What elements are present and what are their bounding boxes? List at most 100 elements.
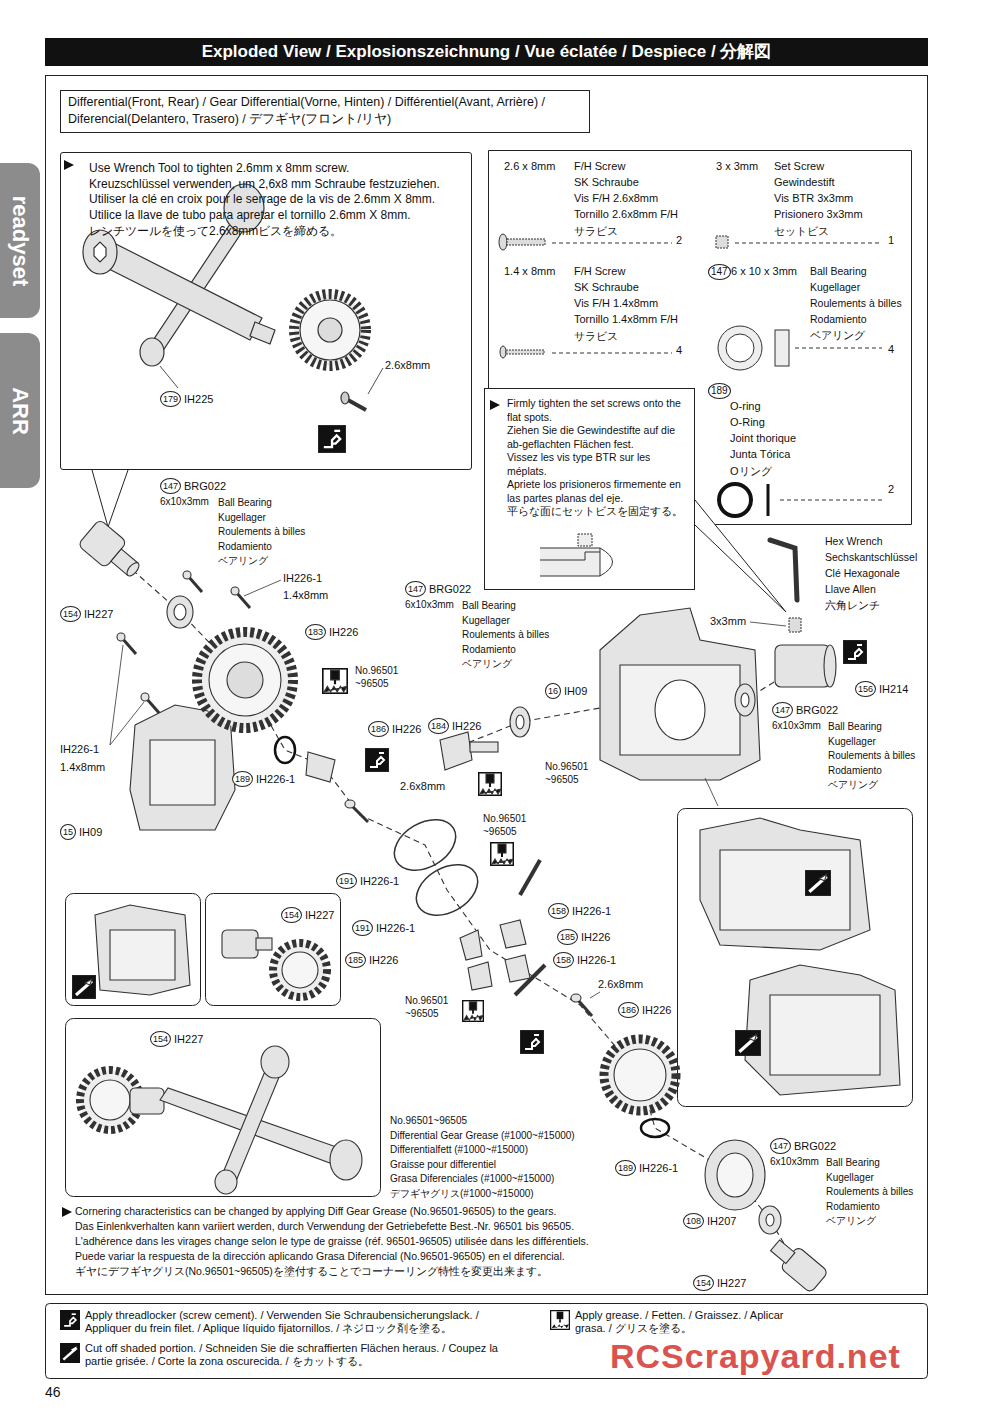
main-assembly-part <box>515 965 545 995</box>
legend-text: Cut off shaded portion. / Schneiden Sie … <box>85 1342 525 1368</box>
list-text: Set Screw <box>774 160 824 172</box>
callout-number: 147 <box>405 581 426 597</box>
part-label: 1.4x8mm <box>283 587 328 604</box>
main-assembly-part <box>463 1001 484 1022</box>
part-label: ~96505 <box>483 825 517 838</box>
label-group: Ball BearingKugellagerRoulements à bille… <box>218 496 305 569</box>
main-assembly-part <box>460 930 482 960</box>
legend-icons-part <box>60 1310 80 1330</box>
part-label: IH226-1 <box>60 740 99 758</box>
parts-list-art <box>499 234 882 516</box>
list-text: Kreuzschlüssel verwenden, um 2,6x8 mm Sc… <box>89 177 440 191</box>
part-label: IH226-1 <box>639 1162 678 1174</box>
part-label: ベアリング <box>218 554 268 569</box>
part-label: 1.4x8mm <box>60 758 105 776</box>
part-label: Kugellager <box>826 1171 874 1186</box>
list-text: サラビス <box>574 224 618 239</box>
label-group: 156IH214 <box>855 681 908 697</box>
list-text: 2 <box>888 483 894 495</box>
label-group: 158IH226-1 <box>548 903 611 919</box>
label-group: 183IH226 <box>305 624 358 640</box>
part-label: IH226-1 <box>283 570 322 587</box>
inset-art-part <box>72 975 96 999</box>
part-label: No.96501 <box>483 812 526 825</box>
part-label: IH225 <box>184 393 213 405</box>
inset-art-part <box>805 870 831 896</box>
part-label: デフギヤグリス(#1000~#15000) <box>390 1187 534 1202</box>
label-group: Hex WrenchSechskantschlüsselClé Hexagona… <box>825 533 917 613</box>
part-label: IH226-1 <box>376 922 415 934</box>
part-label: 46 <box>45 1384 61 1400</box>
list-text: Oリング <box>730 464 772 479</box>
main-assembly-part <box>479 773 502 796</box>
set-screw-note-art-part <box>540 548 600 576</box>
part-label: 2.6x8mm <box>385 359 430 371</box>
part-label: 2.6x8mm <box>400 780 445 792</box>
inset-art-part <box>222 930 258 958</box>
inset-art-part <box>282 952 318 988</box>
page-frame-part <box>489 151 912 525</box>
inset-art-part <box>95 905 190 995</box>
hex-wrench-part <box>789 618 801 632</box>
main-assembly-part <box>117 633 125 641</box>
main-assembly-part <box>655 680 705 740</box>
callout-number: 158 <box>548 903 569 919</box>
main-assembly-part <box>365 748 389 772</box>
insets-part <box>66 894 201 1006</box>
list-text: SK Schraube <box>574 281 639 293</box>
part-label: Grasa Diferenciales (#1000~#15000) <box>390 1172 554 1187</box>
page-frame-part <box>45 38 928 66</box>
part-label: Differential Gear Grease (#1000~#15000) <box>390 1129 575 1144</box>
inset-art-part <box>110 930 175 980</box>
inset-art-part <box>90 1080 130 1120</box>
part-label: 6x10x3mm <box>770 1156 819 1167</box>
label-group: 6x10x3mm <box>770 1156 819 1167</box>
wrench-tool-part <box>94 242 106 262</box>
body-text: Ziehen Sie die Gewindestifte auf die ab-… <box>507 424 688 451</box>
part-label: Kugellager <box>218 511 266 526</box>
callout-number: 154 <box>281 907 302 923</box>
parts-list-art-part <box>506 350 544 354</box>
part-label: IH226 <box>581 931 610 943</box>
inset-art-part <box>770 995 880 1075</box>
set-screw-note-art <box>540 534 613 576</box>
main-assembly-part-part <box>771 1240 795 1264</box>
part-label: 六角レンチ <box>825 597 880 613</box>
main-assembly-part <box>188 576 202 592</box>
part-label: IH226 <box>392 723 421 735</box>
main-assembly-part <box>352 806 368 822</box>
parts-list-art-part <box>499 234 507 250</box>
part-label: Rodamiento <box>826 1200 880 1215</box>
list-text: ベアリング <box>810 329 865 343</box>
wrench-tool-part <box>318 425 346 453</box>
list-text: Rodamiento <box>810 313 867 325</box>
list-text: Prisionero 3x3mm <box>774 208 863 220</box>
callout-number: 189 <box>232 771 253 787</box>
list-text: Tornillo 2.6x8mm F/H <box>574 208 678 220</box>
wrench-tool-part <box>160 366 178 388</box>
part-label: ~96505 <box>405 1007 439 1020</box>
part-label: IH214 <box>879 683 908 695</box>
label-group: 46 <box>45 1384 61 1400</box>
list-text: Gewindestift <box>774 176 835 188</box>
label-group: 2.6x8mm <box>598 978 643 990</box>
part-label: Differentialfett (#1000~#15000) <box>390 1143 528 1158</box>
label-group: 6x10x3mm <box>405 599 454 610</box>
label-group: 179IH225 <box>160 391 213 407</box>
callout-number: 191 <box>352 920 373 936</box>
parts-list-art-part <box>726 334 754 362</box>
legend-icons-part <box>60 1343 80 1363</box>
hex-wrench-part <box>843 640 867 664</box>
part-label: ベアリング <box>828 778 878 793</box>
part-label: IH226 <box>452 720 481 732</box>
main-assembly-part <box>520 1030 544 1054</box>
main-assembly-part <box>227 662 263 698</box>
legend-text: Apply grease. / Fetten. / Graissez. / Ap… <box>575 1309 805 1335</box>
list-text: F/H Screw <box>574 160 625 172</box>
part-label: ~96505 <box>545 773 579 786</box>
main-assembly-part <box>468 962 492 990</box>
label-group: 147BRG022 <box>770 1138 836 1154</box>
page-frame-part <box>62 1207 72 1217</box>
main-assembly-part <box>775 645 830 687</box>
callout-number: 185 <box>557 929 578 945</box>
